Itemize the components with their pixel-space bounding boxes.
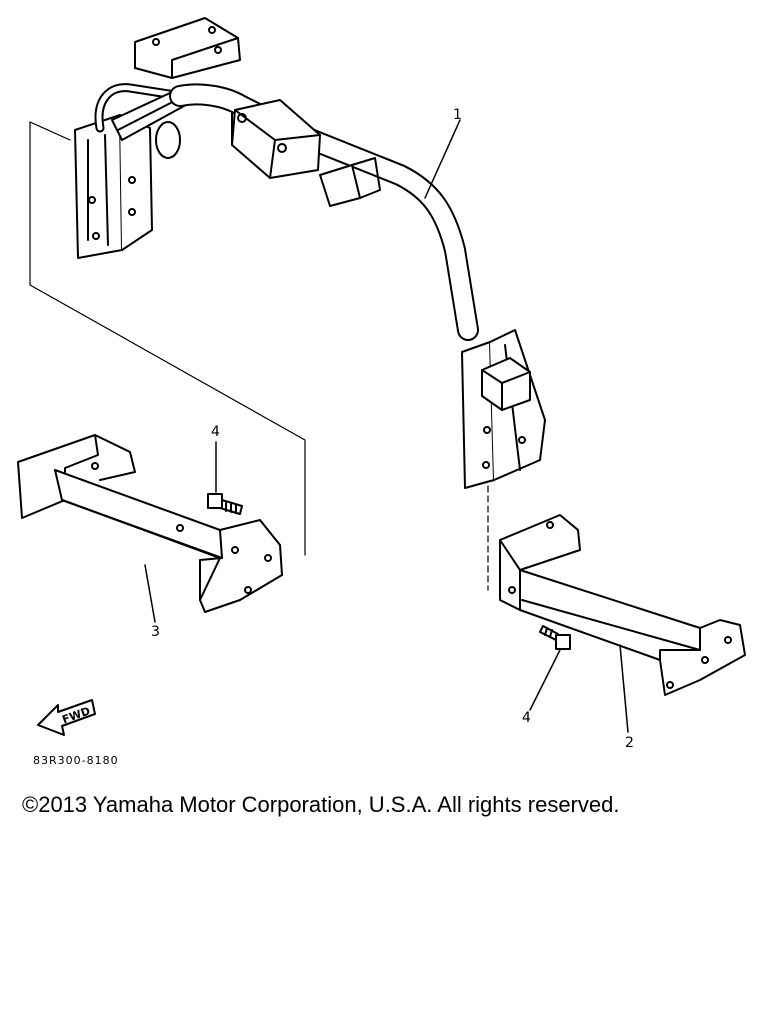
- fwd-label: FWD: [60, 704, 91, 726]
- main-frame-part-1: [74, 17, 546, 489]
- parts-exploded-diagram: FWD: [17, 17, 746, 736]
- callout-part-4-left: 4: [211, 424, 220, 440]
- callout-part-4-right: 4: [522, 710, 531, 726]
- bolt-part-4-right: [529, 625, 571, 711]
- forward-direction-arrow-icon: FWD: [37, 699, 96, 736]
- callout-part-1: 1: [453, 107, 462, 123]
- callout-part-3: 3: [151, 624, 160, 640]
- callout-part-2: 2: [625, 735, 634, 751]
- copyright-notice: ©2013 Yamaha Motor Corporation, U.S.A. A…: [22, 792, 620, 817]
- bracket-part-3: [17, 434, 283, 623]
- alignment-lines: [29, 121, 489, 591]
- drawing-code: 83R300-8180: [33, 754, 119, 767]
- bolt-part-4-left: [207, 441, 243, 515]
- bracket-part-2: [499, 514, 746, 733]
